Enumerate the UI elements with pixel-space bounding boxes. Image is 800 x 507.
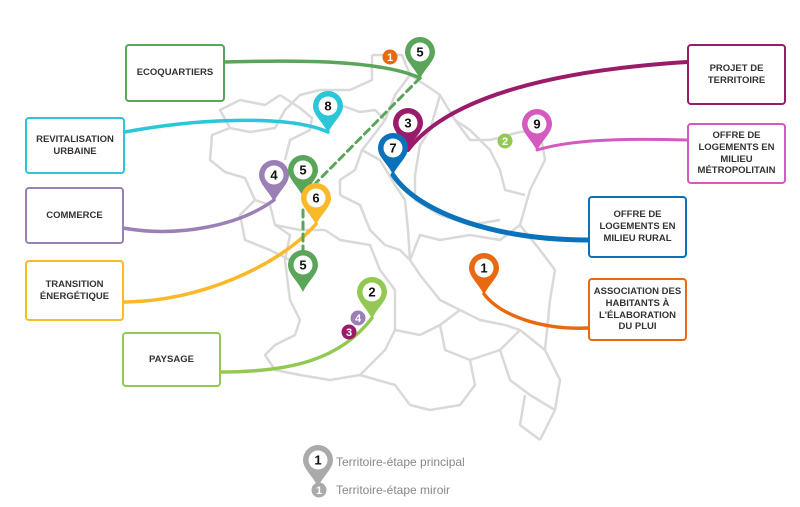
pin-miroir-1[interactable]: 1 bbox=[382, 49, 398, 65]
legend-miroir-dot[interactable]: 1 bbox=[311, 482, 327, 498]
mirror-dot-icon bbox=[341, 324, 357, 340]
pin-miroir-2[interactable]: 2 bbox=[497, 133, 513, 149]
pin-center bbox=[527, 114, 547, 134]
theme-box-transition-energetique[interactable]: TRANSITION ÉNERGÉTIQUE bbox=[25, 260, 124, 321]
connector-metropolitain bbox=[535, 137, 689, 152]
pin-principal-1[interactable]: 1 bbox=[469, 253, 499, 295]
legend-icons: 11 bbox=[303, 445, 333, 498]
pin-principal-9[interactable]: 9 bbox=[522, 109, 552, 151]
map-outlines bbox=[208, 53, 562, 441]
connector-association bbox=[482, 292, 590, 330]
theme-box-logements-rural[interactable]: OFFRE DE LOGEMENTS EN MILIEU RURAL bbox=[588, 196, 687, 258]
pin-number: 9 bbox=[533, 117, 540, 132]
connector-revitalisation bbox=[123, 118, 330, 134]
mirror-dot-icon bbox=[311, 482, 327, 498]
pin-number: 2 bbox=[502, 136, 508, 148]
pin-principal-6[interactable]: 6 bbox=[301, 183, 331, 225]
pin-center bbox=[410, 42, 430, 62]
pin-number: 6 bbox=[312, 191, 319, 206]
pin-number: 1 bbox=[316, 485, 322, 497]
pin-center bbox=[383, 138, 403, 158]
theme-box-projet-de-territoire[interactable]: PROJET DE TERRITOIRE bbox=[687, 44, 786, 105]
pin-center bbox=[362, 282, 382, 302]
theme-box-paysage[interactable]: PAYSAGE bbox=[122, 332, 221, 387]
connector-paysage bbox=[218, 316, 374, 374]
pin-number: 7 bbox=[389, 141, 396, 156]
pin-principal-5[interactable]: 5 bbox=[405, 37, 435, 79]
pin-center bbox=[474, 258, 494, 278]
connector-commerce bbox=[121, 198, 276, 234]
pin-number: 1 bbox=[480, 261, 487, 276]
pin-center bbox=[398, 113, 418, 133]
pin-principal-7[interactable]: 7 bbox=[378, 133, 408, 175]
pin-number: 3 bbox=[404, 116, 411, 131]
pin-number: 5 bbox=[299, 258, 306, 273]
connector-ecoquartiers bbox=[222, 59, 422, 80]
pin-principal-8[interactable]: 8 bbox=[313, 91, 343, 133]
theme-box-ecoquartiers[interactable]: ECOQUARTIERS bbox=[125, 44, 225, 102]
pin-miroir-3[interactable]: 3 bbox=[341, 324, 357, 340]
legend-principal-label: Territoire-étape principal bbox=[336, 455, 465, 469]
pin-principal-5[interactable]: 5 bbox=[288, 155, 318, 197]
pin-center bbox=[293, 255, 313, 275]
route-dashed-top bbox=[301, 76, 422, 198]
pin-principal-3[interactable]: 3 bbox=[393, 108, 423, 150]
pin-principal-2[interactable]: 2 bbox=[357, 277, 387, 319]
mirror-dot-icon bbox=[350, 310, 366, 326]
pin-center bbox=[264, 165, 284, 185]
theme-box-association-habitants[interactable]: ASSOCIATION DES HABITANTS À L'ÉLABORATIO… bbox=[588, 278, 687, 341]
theme-box-logements-metropolitain[interactable]: OFFRE DE LOGEMENTS EN MILIEU MÉTROPOLITA… bbox=[687, 123, 786, 184]
pin-center bbox=[306, 188, 326, 208]
connector-lines bbox=[121, 59, 689, 374]
pin-principal-4[interactable]: 4 bbox=[259, 160, 289, 202]
pin-number: 1 bbox=[387, 52, 393, 64]
pin-number: 3 bbox=[346, 327, 352, 339]
pin-number: 2 bbox=[368, 285, 375, 300]
pin-center bbox=[308, 450, 328, 470]
legend-principal-pin[interactable]: 1 bbox=[303, 445, 333, 487]
mirror-dot-icon bbox=[382, 49, 398, 65]
connector-projet bbox=[406, 60, 689, 152]
pin-number: 4 bbox=[355, 313, 362, 325]
theme-box-commerce[interactable]: COMMERCE bbox=[25, 187, 124, 244]
pin-center bbox=[318, 96, 338, 116]
pin-number: 1 bbox=[314, 453, 321, 468]
pin-principal-5[interactable]: 5 bbox=[288, 250, 318, 292]
pin-number: 8 bbox=[324, 99, 331, 114]
pin-number: 5 bbox=[299, 163, 306, 178]
mirror-dot-icon bbox=[497, 133, 513, 149]
pin-miroir-4[interactable]: 4 bbox=[350, 310, 366, 326]
pin-center bbox=[293, 160, 313, 180]
connector-transition bbox=[121, 222, 318, 304]
pin-number: 4 bbox=[270, 168, 278, 183]
pin-number: 5 bbox=[416, 45, 423, 60]
legend-miroir-label: Territoire-étape miroir bbox=[336, 483, 451, 497]
theme-box-revitalisation-urbaine[interactable]: REVITALISATION URBAINE bbox=[25, 117, 125, 174]
connector-rural bbox=[390, 172, 591, 243]
